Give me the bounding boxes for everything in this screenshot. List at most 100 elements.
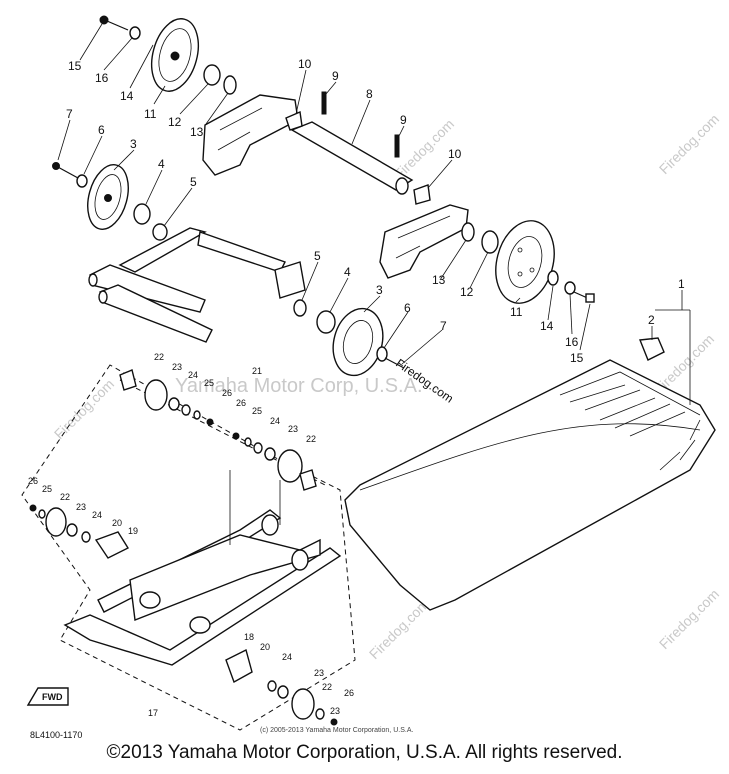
forward-arrow: FWD (26, 687, 69, 706)
bearing-12 (203, 64, 221, 86)
label-4: 4 (344, 265, 351, 279)
leader-3 (113, 149, 135, 171)
washer-25 (38, 509, 46, 519)
label-13: 13 (190, 125, 204, 139)
leader-14 (129, 44, 154, 89)
watermark-firedog: Firedog.com (656, 586, 722, 652)
leader-6 (83, 135, 103, 175)
label-18: 18 (244, 632, 254, 642)
leader-13 (439, 239, 467, 281)
leader-14 (547, 285, 554, 321)
frame-bracket (274, 261, 306, 299)
bracket (299, 469, 317, 491)
bearing-4 (133, 203, 151, 225)
label-21: 21 (252, 366, 262, 376)
leader-6 (383, 311, 409, 349)
left-wheel-assembly (52, 119, 193, 241)
watermark-firedog: Firedog.com (51, 376, 117, 442)
bearing-23 (66, 523, 78, 537)
label-9: 9 (400, 113, 407, 127)
label-24: 24 (282, 652, 292, 662)
label-14: 14 (540, 319, 554, 333)
bolt-7 (384, 357, 405, 369)
rail-bushing (139, 591, 161, 609)
watermark-firedog: Firedog.com (366, 596, 432, 662)
bracket-10 (413, 184, 431, 205)
bearing-23 (277, 685, 289, 699)
wheel-bolt (517, 247, 523, 253)
label-25: 25 (204, 378, 214, 388)
rail-bushing (261, 514, 279, 536)
wheel-spokes (158, 28, 192, 82)
wheel-hub (104, 194, 112, 202)
bracket-19 (94, 531, 130, 559)
label-16: 16 (95, 71, 109, 85)
wheel-22 (291, 688, 315, 720)
rail-bushing (291, 549, 309, 571)
label-26: 26 (344, 688, 354, 698)
track-lugs (659, 419, 701, 471)
part-labels: 15 16 14 11 12 13 7 6 3 4 5 10 9 8 9 10 … (28, 57, 685, 718)
leader-5 (163, 187, 193, 227)
shaft-end (395, 177, 409, 195)
leader-8 (351, 99, 371, 145)
diagram-code: 8L4100-1170 (30, 730, 82, 740)
nut-26 (29, 504, 37, 512)
wheel-face (507, 236, 543, 288)
leader-16 (569, 293, 573, 335)
leader-7 (401, 329, 443, 365)
label-17: 17 (148, 708, 158, 718)
track-assembly (344, 290, 716, 611)
fwd-arrow-icon (26, 687, 69, 706)
suspension-frame (88, 227, 443, 377)
leader-15 (79, 23, 103, 61)
bolt-head (52, 162, 60, 170)
shaft-8 (290, 121, 414, 191)
washer-6 (376, 346, 388, 362)
label-4: 4 (158, 157, 165, 171)
rail-support (229, 470, 281, 545)
bearing-12 (481, 230, 499, 254)
leader-10 (295, 69, 307, 115)
label-20: 20 (260, 642, 270, 652)
wheel-22 (277, 449, 303, 483)
spacer-24 (181, 404, 191, 416)
fwd-label: FWD (42, 692, 63, 702)
slide-rail-assembly (21, 364, 356, 731)
leader-11 (153, 85, 166, 105)
leader-4 (145, 169, 163, 205)
bearing-23 (168, 397, 180, 411)
leader-12 (179, 83, 209, 115)
leader-10 (427, 159, 453, 189)
leader-5 (301, 261, 319, 301)
bracket-10 (285, 110, 303, 131)
watermark-firedog: Firedog.com (656, 111, 722, 177)
label-10: 10 (448, 147, 462, 161)
spacer-24 (81, 531, 91, 543)
leader-9 (325, 81, 337, 95)
label-11: 11 (510, 305, 523, 319)
watermark-yamaha: Yamaha Motor Corp, U.S.A. (175, 375, 423, 397)
washer-25 (193, 410, 201, 420)
label-22: 22 (60, 492, 70, 502)
small-copyright: (c) 2005-2013 Yamaha Motor Corporation, … (260, 727, 413, 734)
spacer-24 (253, 442, 263, 454)
wheel-3 (332, 307, 384, 377)
label-19: 19 (128, 526, 138, 536)
rail-bushing (189, 616, 211, 634)
arm-detail (395, 215, 451, 259)
suspension-arm-right (379, 204, 469, 279)
wheel-22 (45, 507, 67, 537)
idler-wheel-11 (495, 220, 555, 304)
tube-end (88, 273, 98, 287)
label-1: 1 (678, 277, 685, 291)
bolt-head (99, 15, 109, 25)
arm-detail (217, 107, 263, 151)
pin-9 (394, 134, 400, 158)
track-belt (344, 359, 716, 611)
track-edge (359, 423, 701, 491)
label-2: 2 (648, 313, 655, 327)
label-8: 8 (366, 87, 373, 101)
rail-boundary (21, 364, 356, 731)
nut-26 (330, 718, 338, 726)
